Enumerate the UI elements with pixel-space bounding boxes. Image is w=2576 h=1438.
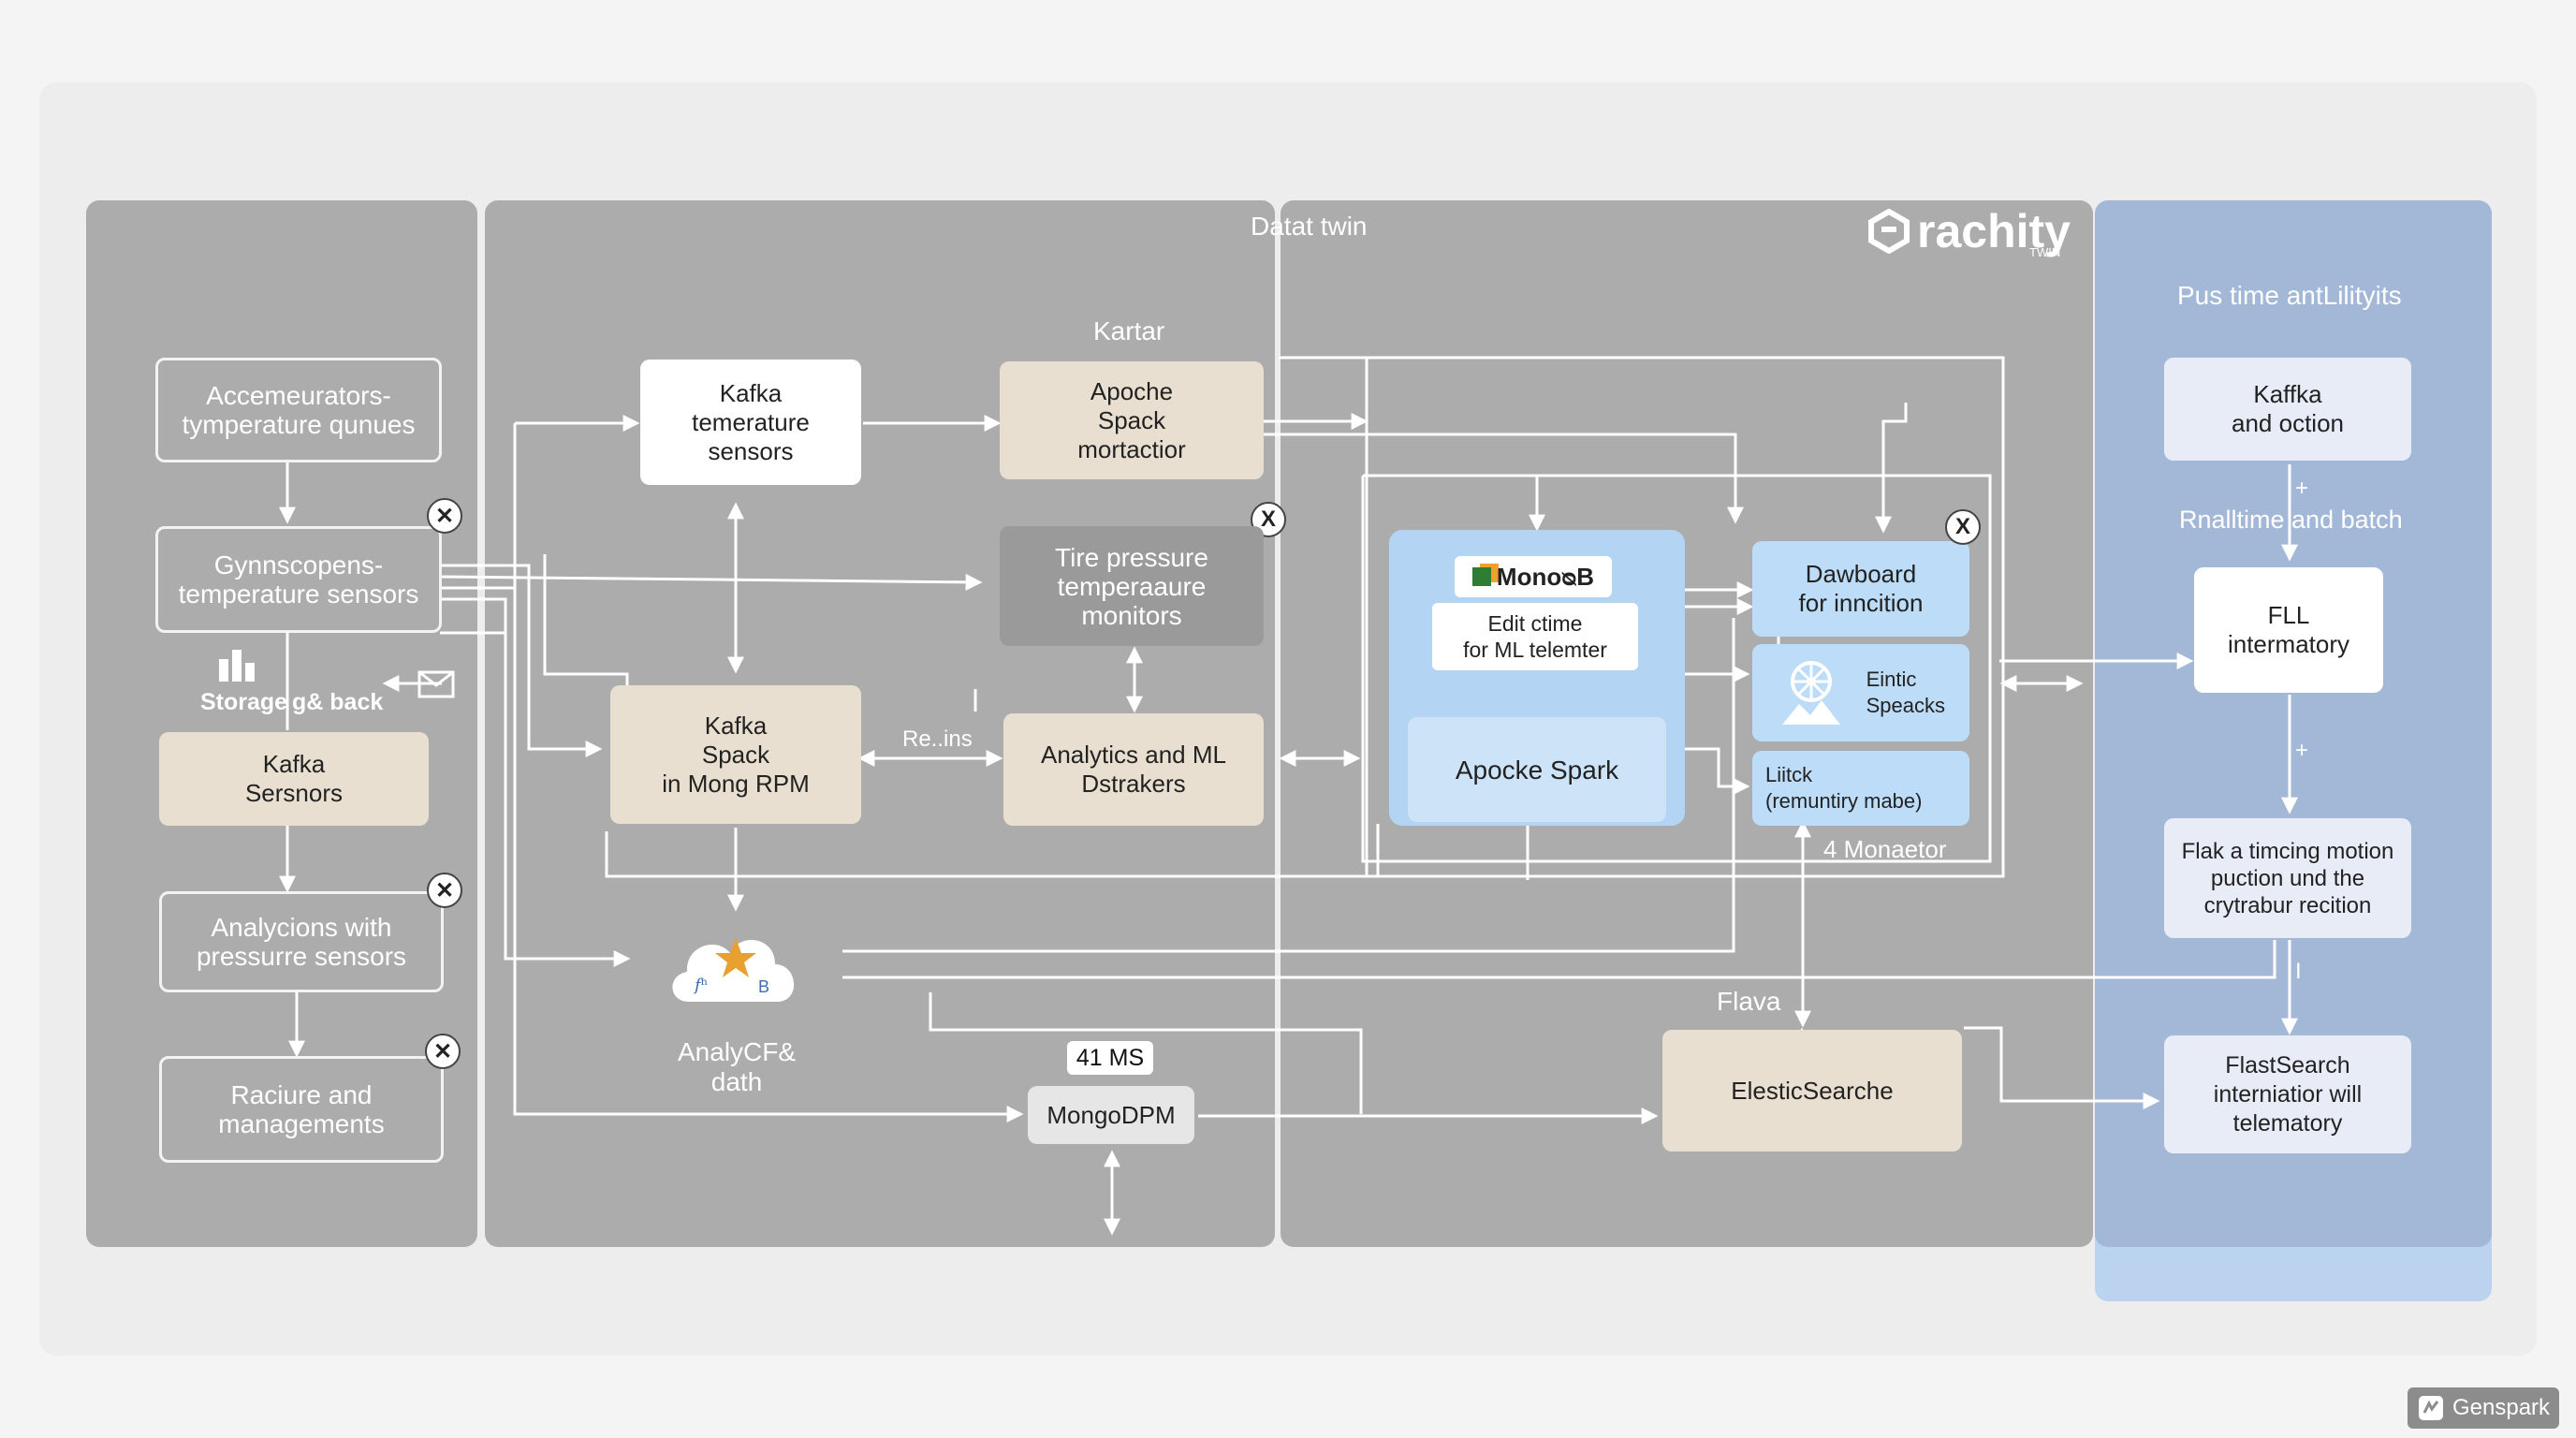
flava-label: Flava [1717, 987, 1781, 1016]
storage-label: Storage [200, 689, 288, 715]
apoche-spack-node[interactable]: Apoche Spack mortactior [1000, 361, 1264, 479]
genspark-icon [2419, 1396, 2443, 1420]
accelerometer-node[interactable]: Accemeurators- tymperature qunues [155, 358, 442, 462]
kaffka-node[interactable]: Kaffka and oction [2164, 358, 2411, 461]
brand-mark-icon [1868, 209, 1910, 254]
racture-node[interactable]: Raciure and managements [159, 1056, 444, 1163]
back-label: g& back [292, 689, 384, 715]
kafka-temperature-label: Kafka temerature sensors [692, 378, 810, 465]
genspark-badge: Genspark [2408, 1387, 2559, 1429]
liitck-node[interactable]: Liitck (remuntiry mabe) [1752, 751, 1969, 826]
edit-ctime-label: Edit ctime for ML telemter [1463, 611, 1607, 662]
flastsearch-node[interactable]: FlastSearch interniatior will telematory [2164, 1035, 2411, 1153]
cloud-b-text: B [758, 977, 769, 996]
kafka-sensors-label: Kafka Sersnors [244, 750, 344, 807]
flaka-node[interactable]: Flak a timcing motion puction und the cr… [2164, 818, 2411, 938]
cloud-f-text: 𝑓ⁿ [693, 976, 708, 995]
tire-pressure-node[interactable]: Tire pressure temperaaure monitors [1000, 526, 1264, 646]
analytics-pressure-label: Analycions with pressurre sensors [196, 913, 407, 971]
wheel-icon [1782, 661, 1840, 725]
kaffka-label: Kaffka and oction [2232, 380, 2344, 437]
accelerometer-label: Accemeurators- tymperature qunues [182, 381, 416, 439]
kafka-spack-node[interactable]: Kafka Spack in Mong RPM [610, 685, 861, 824]
close-dashboard-icon[interactable]: X [1945, 509, 1981, 545]
kafka-temperature-node[interactable]: Kafka temerature sensors [640, 360, 861, 485]
flastsearch-label: FlastSearch interniatior will telematory [2213, 1051, 2363, 1137]
analytics-ml-node[interactable]: Analytics and ML Dstrakers [1003, 713, 1264, 826]
mongodpm-node[interactable]: MongoDPM [1028, 1086, 1194, 1144]
close-racture-icon[interactable]: ✕ [425, 1034, 461, 1069]
tire-pressure-label: Tire pressure temperaaure monitors [1055, 542, 1208, 630]
kafka-spack-label: Kafka Spack in Mong RPM [662, 711, 810, 798]
apoche-spack-label: Apoche Spack mortactior [1077, 376, 1186, 463]
brand-name: rachity [1917, 205, 2071, 257]
close-analytics-icon[interactable]: ✕ [427, 873, 462, 908]
elasticsearch-node[interactable]: ElesticSearche [1662, 1030, 1962, 1152]
brand-logo: rachity [1868, 204, 2071, 258]
gyroscope-label: Gynnscopens- temperature sensors [178, 550, 419, 609]
mongob-label: MonoᴓB [1496, 562, 1595, 591]
right-panel-title: Pus time antLilityits [2177, 281, 2402, 310]
fll-node[interactable]: FLL intermatory [2194, 567, 2383, 693]
edit-ctime-node[interactable]: Edit ctime for ML telemter [1432, 603, 1638, 670]
mongodpm-label: MongoDPM [1046, 1100, 1176, 1129]
center-panel-title: Datat twin [1251, 212, 1368, 241]
realtime-label: Rnalltime and batch [2179, 506, 2403, 534]
genspark-label: Genspark [2452, 1395, 2551, 1420]
analytics-pressure-node[interactable]: Analycions with pressurre sensors [159, 891, 444, 992]
mail-icon [417, 670, 455, 698]
gyroscope-node[interactable]: Gynnscopens- temperature sensors [155, 526, 442, 633]
brand-sub: TWIN [2029, 245, 2061, 259]
mongob-node[interactable]: MonoᴓB [1455, 556, 1612, 597]
analytics-ml-label: Analytics and ML Dstrakers [1041, 741, 1226, 798]
plus-icon-2: + [2295, 738, 2309, 763]
dashboard-label: Dawboard for inncition [1798, 560, 1924, 617]
storage-icon [219, 650, 255, 682]
fll-label: FLL intermatory [2227, 601, 2350, 658]
liitck-label: Liitck (remuntiry mabe) [1765, 763, 1923, 813]
left-panel [86, 200, 477, 1247]
eintic-speacks-node[interactable]: Eintic Speacks [1752, 644, 1969, 741]
close-gyroscope-icon[interactable]: ✕ [427, 498, 462, 534]
cloud-label: AnalyCF& dath [678, 1037, 797, 1096]
elasticsearch-label: ElesticSearche [1731, 1076, 1894, 1105]
eintic-speacks-label: Eintic Speacks [1866, 668, 1945, 717]
racture-label: Raciure and managements [218, 1080, 385, 1138]
cursor-icon: I [2295, 959, 2302, 984]
monaetor-label: 4 Monaetor [1823, 835, 1947, 863]
ms-tag: 41 MS [1067, 1041, 1153, 1075]
apocke-spark-label: Apocke Spark [1455, 755, 1619, 785]
reins-label: Re..ins [902, 726, 973, 752]
cloud-icon: 𝑓ⁿ B [672, 938, 795, 1002]
plus-icon-1: + [2295, 476, 2309, 501]
flaka-label: Flak a timcing motion puction und the cr… [2181, 838, 2394, 918]
apocke-spark-node[interactable]: Apocke Spark [1408, 717, 1666, 822]
kafka-sensors-node[interactable]: Kafka Sersnors [159, 732, 429, 826]
dashboard-node[interactable]: Dawboard for inncition [1752, 541, 1969, 637]
kartar-label: Kartar [1093, 316, 1165, 345]
mongob-cube-icon [1471, 567, 1491, 586]
